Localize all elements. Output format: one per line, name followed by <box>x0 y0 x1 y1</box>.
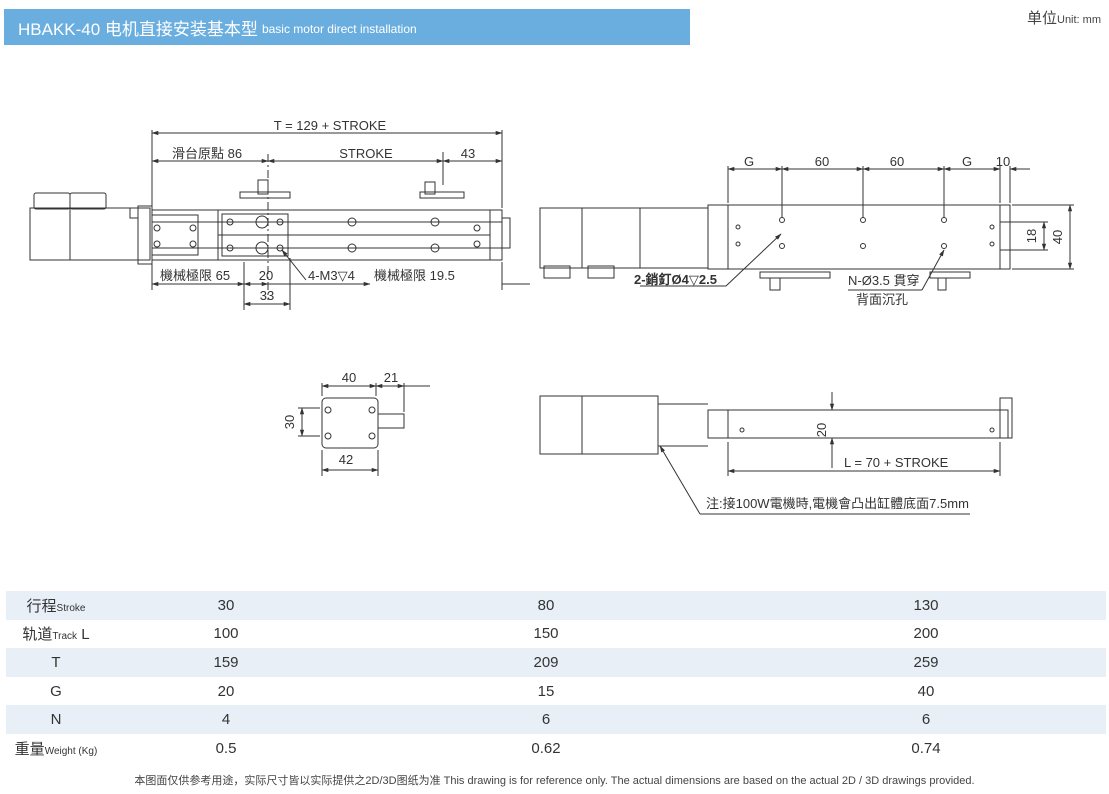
table-row: G 20 15 40 <box>6 677 1106 706</box>
row-label-cn: 轨道 <box>22 626 53 644</box>
table-cell: 209 <box>533 653 559 671</box>
dim-pin: 2-銷釘Ø4▽2.5 <box>634 272 717 287</box>
row-label-en: Track <box>52 631 78 643</box>
row-label-cn: G <box>50 682 62 700</box>
dim-bottom-20: 20 <box>814 423 829 437</box>
dim-10: 10 <box>996 154 1010 169</box>
table-cell: 130 <box>913 596 939 614</box>
dim-hole2: 背面沉孔 <box>856 292 908 307</box>
table-cell: 80 <box>537 596 555 614</box>
footnote: 本图面仅供参考用途，实际尺寸皆以实际提供之2D/3D图纸为准 This draw… <box>134 775 975 787</box>
dim-home: 滑台原點 86 <box>172 146 242 161</box>
row-label-en: Stroke <box>56 602 86 614</box>
row-label-suffix: L <box>81 626 90 644</box>
table-row: 轨道Track L 100 150 200 <box>6 620 1106 649</box>
dim-33: 33 <box>260 288 274 303</box>
table-cell: 30 <box>217 596 235 614</box>
table-cell: 4 <box>221 711 231 729</box>
end-view <box>298 383 430 476</box>
dim-end-40: 40 <box>342 370 356 385</box>
row-label: T <box>6 648 106 677</box>
table-cell: 6 <box>541 711 551 729</box>
row-label: N <box>6 705 106 734</box>
table-row: 重量Weight (Kg) 0.5 0.62 0.74 <box>6 734 1106 763</box>
dim-end-21: 21 <box>384 370 398 385</box>
dim-pin-depth: 2.5 <box>699 272 717 287</box>
dim-thread-depth: 4 <box>348 268 355 283</box>
dim-thread-value: 4-M3 <box>308 268 338 283</box>
row-label-cn: N <box>50 711 62 729</box>
table-row: N 4 6 6 <box>6 705 1106 734</box>
table-cell: 0.74 <box>911 739 941 757</box>
unit-label-cn: 单位 <box>1026 10 1057 27</box>
technical-drawing: T = 129 + STROKE 滑台原點 86 STROKE 43 機械極限 … <box>29 118 1074 515</box>
table-cell: 0.5 <box>215 739 237 757</box>
dim-l: L = 70 + STROKE <box>844 455 949 470</box>
dim-pin-value: 2-銷釘Ø4 <box>634 272 690 287</box>
title-bar: HBAKK-40 电机直接安装基本型 basic motor direct in… <box>4 9 690 45</box>
dim-60a: 60 <box>815 154 829 169</box>
table-cell: 6 <box>921 711 931 729</box>
dim-end-30: 30 <box>282 415 297 429</box>
table-cell: 15 <box>537 682 555 700</box>
dim-hole: N-Ø3.5 貫穿 <box>848 273 920 288</box>
dim-g1: G <box>744 154 754 169</box>
side-view <box>539 166 1074 291</box>
dim-18: 18 <box>1024 229 1039 243</box>
dim-stroke: STROKE <box>339 146 393 161</box>
dim-t: T = 129 + STROKE <box>274 118 387 133</box>
dim-mech195: 機械極限 19.5 <box>374 268 455 283</box>
dim-60b: 60 <box>890 154 904 169</box>
unit-label: 单位Unit: mm <box>1027 7 1101 28</box>
row-label-en: Weight (Kg) <box>44 745 98 757</box>
table-row: T 159 209 259 <box>6 648 1106 677</box>
page-title: HBAKK-40 电机直接安装基本型 <box>18 19 258 39</box>
dim-g2: G <box>962 154 972 169</box>
dim-mech65: 機械極限 65 <box>160 268 230 283</box>
row-label: 行程Stroke <box>6 591 106 620</box>
table-cell: 40 <box>917 682 935 700</box>
row-label-cn: 重量 <box>14 740 45 758</box>
top-view <box>29 130 530 310</box>
row-label: 轨道Track L <box>6 620 106 649</box>
dim-end-42: 42 <box>339 452 353 467</box>
table-row: 行程Stroke 30 80 130 <box>6 591 1106 620</box>
row-label: G <box>6 677 106 706</box>
row-label-cn: T <box>51 653 61 671</box>
table-cell: 0.62 <box>531 739 561 757</box>
page-subtitle: basic motor direct installation <box>261 21 417 36</box>
table-cell: 150 <box>533 625 559 643</box>
table-cell: 259 <box>913 653 939 671</box>
dim-40-side: 40 <box>1050 230 1065 244</box>
unit-value: Unit: mm <box>1057 14 1101 26</box>
dim-43: 43 <box>461 146 475 161</box>
spec-table: 行程Stroke 30 80 130 轨道Track L 100 150 200… <box>6 591 1106 763</box>
row-label: 重量Weight (Kg) <box>6 734 106 763</box>
dim-20: 20 <box>259 268 273 283</box>
table-cell: 200 <box>913 625 939 643</box>
table-cell: 100 <box>213 625 239 643</box>
depth-symbol: ▽ <box>689 272 699 287</box>
depth-symbol: ▽ <box>338 268 348 283</box>
note-motor: 注:接100W電機時,電機會凸出缸體底面7.5mm <box>706 496 969 511</box>
table-cell: 159 <box>213 653 239 671</box>
row-label-cn: 行程 <box>26 597 57 615</box>
table-cell: 20 <box>217 682 235 700</box>
bottom-view <box>539 392 1013 515</box>
dim-thread: 4-M3▽4 <box>308 268 355 283</box>
